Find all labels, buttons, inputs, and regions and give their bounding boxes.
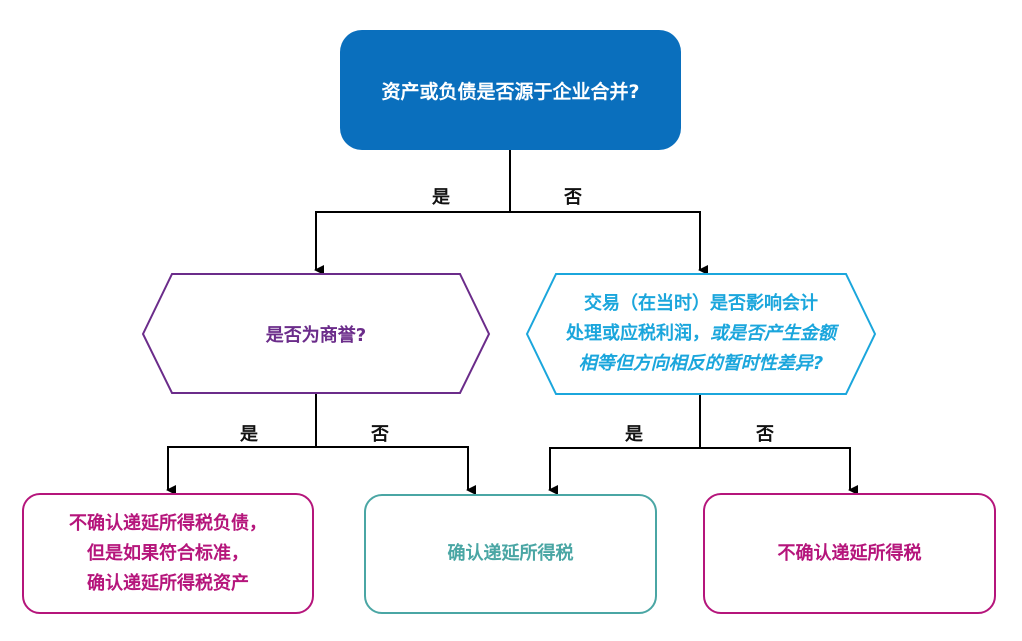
transaction-decision-line2-italic: 或是否产生金额 [710, 323, 836, 344]
outcome-not-recognize-box: 不确认递延所得税 [703, 493, 996, 614]
outcome-right-text: 不确认递延所得税 [777, 542, 922, 564]
outcome-left-line1: 不确认递延所得税负债， [69, 512, 267, 534]
outcome-left-line3: 确认递延所得税资产 [87, 572, 249, 594]
goodwill-decision-text: 是否为商誉? [265, 324, 367, 346]
left-no-label: 否 [371, 424, 389, 445]
root-yes-label: 是 [432, 187, 450, 208]
transaction-decision-line1: 交易（在当时）是否影响会计 [584, 293, 818, 314]
connector-root-no [510, 211, 708, 275]
transaction-decision-text-wrap: 交易（在当时）是否影响会计 处理或应税利润，或是否产生金额 相等但方向相反的暂时… [540, 273, 862, 395]
right-no-label: 否 [756, 424, 774, 445]
goodwill-decision-hexagon [141, 273, 491, 394]
outcome-middle-text: 确认递延所得税 [447, 543, 574, 564]
goodwill-decision-text-wrap: 是否为商誉? [143, 273, 489, 394]
outcome-recognize-box: 确认递延所得税 [364, 494, 657, 614]
transaction-decision-line2-normal: 处理或应税利润， [566, 323, 710, 344]
outcome-left-line2: 但是如果符合标准， [87, 542, 249, 564]
transaction-decision-line3: 相等但方向相反的暂时性差异? [578, 353, 824, 374]
transaction-decision-hexagon [525, 273, 877, 395]
connector-root-yes [314, 211, 510, 275]
connector-left-no [316, 446, 476, 495]
connector-left-yes [166, 446, 316, 495]
connector-right-no [700, 447, 858, 495]
connector-right-yes [548, 447, 700, 495]
right-yes-label: 是 [625, 424, 643, 445]
root-decision-box: 资产或负债是否源于企业合并? [340, 30, 681, 150]
root-decision-text: 资产或负债是否源于企业合并? [381, 80, 640, 103]
root-no-label: 否 [564, 187, 582, 208]
left-yes-label: 是 [240, 424, 258, 445]
outcome-no-dtl-box: 不确认递延所得税负债， 但是如果符合标准， 确认递延所得税资产 [22, 493, 314, 614]
transaction-decision-line2: 处理或应税利润，或是否产生金额 [566, 319, 836, 349]
